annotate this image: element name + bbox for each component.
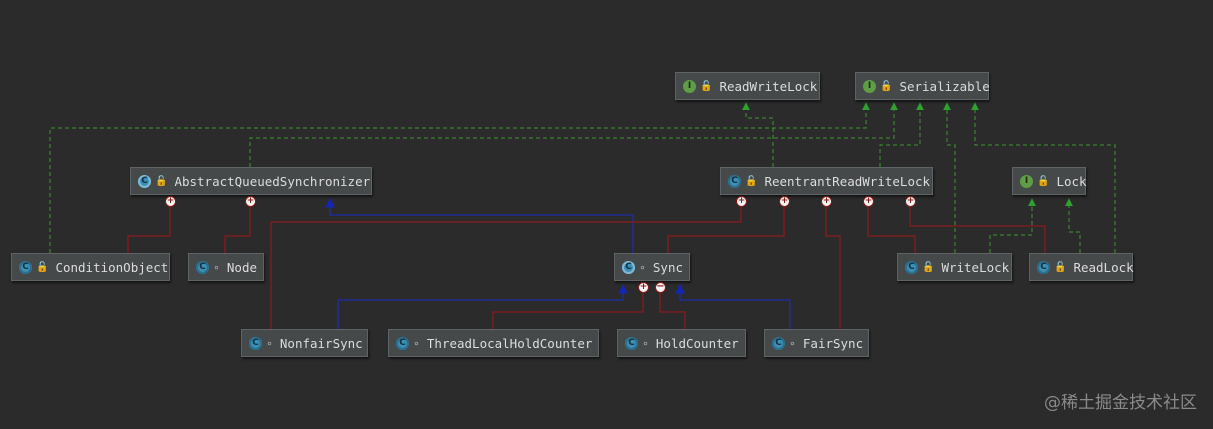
class-name: ReadWriteLock	[719, 78, 818, 94]
package-visibility-icon: ∘	[413, 336, 420, 350]
class-name: Node	[226, 259, 257, 275]
edge-writelock-implements-serializable	[943, 102, 956, 253]
interface-icon: I	[1020, 174, 1033, 188]
edge-conditionobject-implements-serializable	[49, 102, 870, 253]
interface-icon: I	[683, 79, 696, 93]
package-visibility-icon: ∘	[789, 336, 796, 350]
inner-class-plus-icon: +	[821, 196, 832, 207]
package-visibility-icon: ∘	[266, 336, 273, 350]
package-visibility-icon: ∘	[639, 260, 646, 274]
edge-sync-extends-aqs	[325, 198, 634, 253]
class-name: ReentrantReadWriteLock	[764, 173, 931, 189]
class-node-lock[interactable]: I 🔓 Lock	[1012, 167, 1087, 195]
edge-readlock-inner-rrwl	[909, 206, 1046, 253]
edge-rrwl-implements-readwritelock	[742, 102, 774, 167]
inner-class-plus-icon: +	[638, 282, 649, 293]
public-visibility-icon: 🔓	[1037, 175, 1050, 187]
edge-readlock-implements-lock	[1065, 198, 1081, 253]
edge-readlock-implements-serializable	[971, 102, 1116, 253]
inner-class-plus-icon: +	[863, 196, 874, 207]
abstract-class-icon: C	[622, 260, 635, 274]
edge-holdcounter-inner-sync	[659, 292, 686, 329]
public-visibility-icon: 🔓	[922, 261, 935, 273]
class-node-abstractqueuedsynchronizer[interactable]: C 🔓 AbstractQueuedSynchronizer	[130, 167, 372, 195]
class-icon: C	[905, 260, 918, 274]
inner-class-plus-icon: +	[245, 196, 256, 207]
class-node-serializable[interactable]: I 🔓 Serializable	[855, 72, 990, 100]
public-visibility-icon: 🔓	[745, 175, 758, 187]
edge-nonfairsync-extends-sync	[337, 284, 628, 329]
class-node-threadlocalholdcounter[interactable]: C ∘ ThreadLocalHoldCounter	[388, 329, 599, 357]
edge-fairsync-inner-rrwl	[825, 206, 841, 329]
class-name: Lock	[1056, 173, 1087, 189]
class-icon: C	[772, 336, 785, 350]
edge-sync-inner-rrwl	[667, 206, 785, 253]
class-node-reentrantreadwritelock[interactable]: C 🔓 ReentrantReadWriteLock	[720, 167, 933, 195]
public-visibility-icon: 🔓	[1054, 261, 1067, 273]
edge-conditionobject-inner-aqs	[127, 206, 171, 253]
class-name: ConditionObject	[55, 259, 169, 275]
edge-rrwl-implements-serializable	[879, 102, 924, 167]
class-node-holdcounter[interactable]: C ∘ HoldCounter	[617, 329, 746, 357]
class-node-nonfairsync[interactable]: C ∘ NonfairSync	[241, 329, 368, 357]
class-node-node[interactable]: C ∘ Node	[188, 253, 264, 281]
class-icon: C	[1037, 260, 1050, 274]
class-icon: C	[249, 336, 262, 350]
edge-aqs-implements-serializable	[249, 102, 898, 167]
edge-node-inner-aqs	[224, 206, 251, 253]
class-name: WriteLock	[941, 259, 1010, 275]
edge-nonfairsync-inner-rrwl	[270, 206, 742, 329]
package-visibility-icon: ∘	[642, 336, 649, 350]
public-visibility-icon: 🔓	[36, 261, 49, 273]
inner-class-plus-icon: +	[165, 196, 176, 207]
public-visibility-icon: 🔓	[155, 175, 168, 187]
public-visibility-icon: 🔓	[880, 80, 893, 92]
class-node-readlock[interactable]: C 🔓 ReadLock	[1029, 253, 1134, 281]
class-node-writelock[interactable]: C 🔓 WriteLock	[897, 253, 1012, 281]
inner-class-minus-icon: −	[655, 281, 666, 293]
class-node-fairsync[interactable]: C ∘ FairSync	[764, 329, 869, 357]
class-node-conditionobject[interactable]: C 🔓 ConditionObject	[11, 253, 170, 281]
watermark: @稀土掘金技术社区	[1044, 393, 1197, 413]
class-icon: C	[19, 260, 32, 274]
class-name: Sync	[652, 259, 683, 275]
class-node-readwritelock[interactable]: I 🔓 ReadWriteLock	[675, 72, 820, 100]
class-name: NonfairSync	[279, 335, 363, 351]
edge-writelock-implements-lock	[989, 198, 1036, 253]
class-icon: C	[196, 260, 209, 274]
class-name: ReadLock	[1073, 259, 1134, 275]
class-name: ThreadLocalHoldCounter	[426, 335, 593, 351]
abstract-class-icon: C	[138, 174, 151, 188]
interface-icon: I	[863, 79, 876, 93]
inner-class-plus-icon: +	[779, 196, 790, 207]
edge-threadlocalholdcounter-inner-sync	[492, 292, 644, 329]
class-icon: C	[625, 336, 638, 350]
class-icon: C	[396, 336, 409, 350]
class-icon: C	[728, 174, 741, 188]
class-name: FairSync	[802, 335, 864, 351]
class-name: Serializable	[899, 78, 990, 94]
class-node-sync[interactable]: C ∘ Sync	[614, 253, 690, 281]
package-visibility-icon: ∘	[213, 260, 220, 274]
edge-fairsync-extends-sync	[675, 284, 791, 329]
inner-class-plus-icon: +	[905, 196, 916, 207]
inner-class-plus-icon: +	[736, 196, 747, 207]
public-visibility-icon: 🔓	[700, 80, 713, 92]
class-name: HoldCounter	[655, 335, 739, 351]
edge-writelock-inner-rrwl	[867, 206, 916, 253]
class-name: AbstractQueuedSynchronizer	[174, 173, 371, 189]
